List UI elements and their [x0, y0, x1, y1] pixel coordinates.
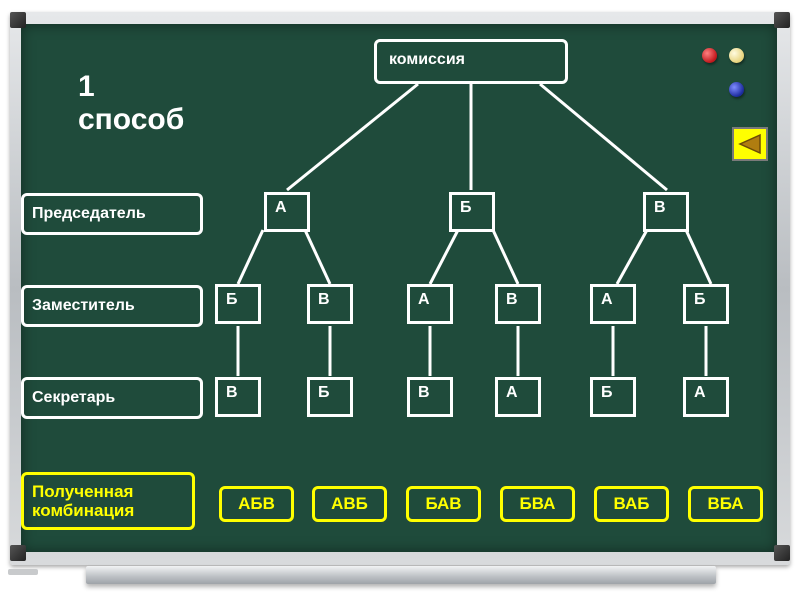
deputy-node: Б [215, 284, 261, 324]
secretary-node: А [495, 377, 541, 417]
combination-box: ВАБ [594, 486, 669, 522]
combination-box: АБВ [219, 486, 294, 522]
method-word: способ [78, 103, 184, 136]
combination-box: БВА [500, 486, 575, 522]
secretary-node: А [683, 377, 729, 417]
combination-box: БАВ [406, 486, 481, 522]
row-label-secretary: Секретарь [21, 377, 203, 419]
secretary-node: Б [590, 377, 636, 417]
secretary-node: В [215, 377, 261, 417]
chairman-node: В [643, 192, 689, 232]
method-title: 1 способ [78, 70, 228, 136]
deputy-node: В [307, 284, 353, 324]
deputy-node: А [590, 284, 636, 324]
secretary-node: В [407, 377, 453, 417]
chairman-node: А [264, 192, 310, 232]
row-label-result: Полученная комбинация [21, 472, 195, 530]
combination-box: АВБ [312, 486, 387, 522]
combination-box: ВБА [688, 486, 763, 522]
row-label-chairman: Председатель [21, 193, 203, 235]
secretary-node: Б [307, 377, 353, 417]
chairman-node: Б [449, 192, 495, 232]
deputy-node: В [495, 284, 541, 324]
method-number: 1 [78, 70, 95, 103]
deputy-node: А [407, 284, 453, 324]
deputy-node: Б [683, 284, 729, 324]
row-label-deputy: Заместитель [21, 285, 203, 327]
root-node: комиссия [374, 39, 568, 84]
back-button[interactable] [732, 127, 768, 161]
triangle-left-icon [737, 133, 763, 155]
